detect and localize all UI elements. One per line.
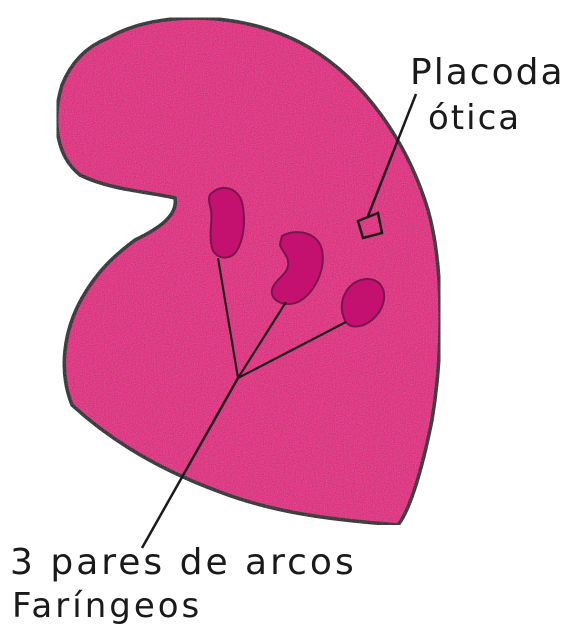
embryo-body: [57, 18, 440, 525]
label-pares-de-arcos: 3 pares de arcos: [10, 542, 357, 583]
label-otica: ótica: [428, 98, 521, 138]
pharyngeal-arch-1: [209, 188, 244, 258]
label-faringeos: Faríngeos: [12, 586, 202, 626]
label-placoda: Placoda: [410, 52, 565, 93]
